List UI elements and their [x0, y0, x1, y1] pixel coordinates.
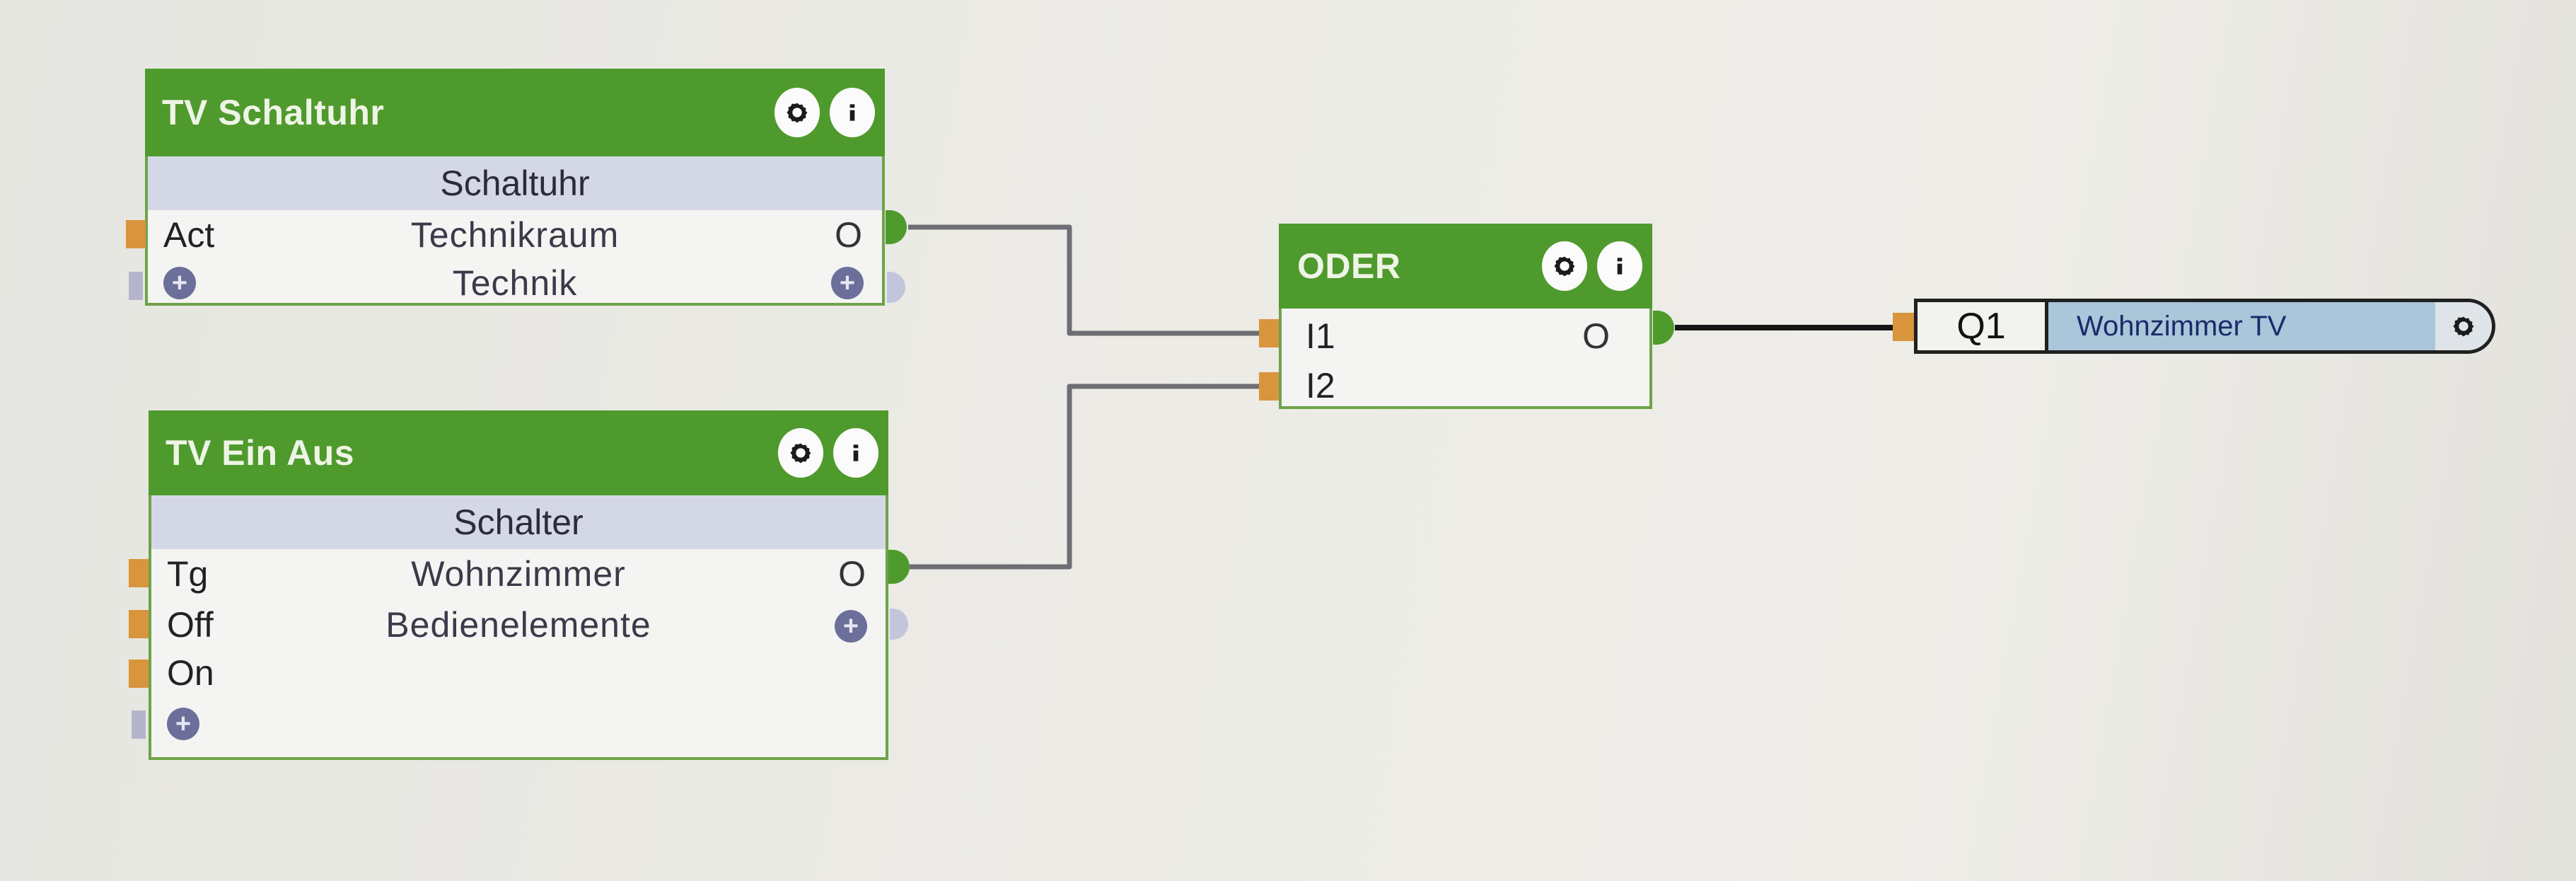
add-input-button[interactable]: +: [163, 267, 196, 299]
input-label-act: Act: [163, 215, 215, 255]
block-header[interactable]: TV Schaltuhr: [145, 69, 885, 156]
output-connector-o[interactable]: [1653, 311, 1674, 345]
input-label-i2: I2: [1306, 366, 1335, 405]
add-output-button[interactable]: +: [831, 267, 864, 299]
add-input-button[interactable]: +: [167, 708, 199, 740]
output-connector-o[interactable]: [886, 210, 907, 244]
output-label-o: O: [838, 554, 866, 594]
block-title: TV Ein Aus: [166, 433, 355, 473]
category-label: Technik: [452, 263, 578, 303]
output-node-q1[interactable]: Q1 Wohnzimmer TV: [1914, 299, 2495, 354]
output-name: Wohnzimmer TV: [2077, 310, 2287, 342]
input-connector-add[interactable]: [132, 710, 146, 739]
output-connector-add[interactable]: [887, 272, 905, 303]
block-header[interactable]: TV Ein Aus: [149, 410, 888, 495]
info-icon[interactable]: [1597, 241, 1642, 291]
io-row: I1 O: [1282, 311, 1649, 365]
block-type-label: Schalter: [151, 495, 886, 549]
wire-einaus-to-oder-i2[interactable]: [910, 384, 1260, 570]
block-title: TV Schaltuhr: [162, 93, 385, 132]
block-type-label: Schaltuhr: [148, 156, 882, 210]
io-row: On: [151, 648, 886, 702]
output-connector-add[interactable]: [890, 609, 908, 640]
input-label-on: On: [167, 653, 214, 693]
input-connector-act[interactable]: [126, 220, 146, 248]
gear-icon[interactable]: [774, 88, 820, 137]
io-row: Act Technikraum O: [148, 210, 882, 264]
input-connector-tg[interactable]: [129, 559, 149, 587]
io-row: I2: [1282, 361, 1649, 415]
gear-icon[interactable]: [2435, 302, 2492, 350]
input-label-tg: Tg: [167, 554, 209, 594]
room-label: Technikraum: [410, 215, 620, 255]
input-connector-i1[interactable]: [1259, 319, 1279, 347]
input-label-off: Off: [167, 605, 214, 645]
block-oder[interactable]: ODER I1 O I2: [1279, 224, 1652, 409]
gear-icon[interactable]: [1542, 241, 1587, 291]
io-row: Tg Wohnzimmer O: [151, 549, 886, 603]
input-connector-on[interactable]: [129, 660, 149, 688]
output-connector-o[interactable]: [888, 550, 910, 584]
output-label-o: O: [835, 215, 862, 255]
add-output-button[interactable]: +: [835, 610, 867, 643]
input-connector-add[interactable]: [129, 272, 143, 300]
block-title: ODER: [1297, 246, 1401, 286]
block-tv-schaltuhr[interactable]: TV Schaltuhr Schaltuhr Act Technikraum O…: [145, 69, 885, 306]
block-header[interactable]: ODER: [1279, 224, 1652, 309]
wire-schaltuhr-to-oder-i1[interactable]: [908, 224, 1260, 336]
room-label: Wohnzimmer: [411, 554, 626, 594]
input-connector-q1[interactable]: [1893, 313, 1914, 341]
io-row: Off Bedienelemente +: [151, 600, 886, 654]
input-connector-off[interactable]: [129, 610, 149, 638]
block-tv-ein-aus[interactable]: TV Ein Aus Schalter Tg Wohnzimmer O Off …: [149, 410, 888, 760]
input-connector-i2[interactable]: [1259, 372, 1279, 401]
info-icon[interactable]: [830, 88, 875, 137]
io-row: +: [151, 696, 886, 750]
output-id: Q1: [1918, 302, 2048, 350]
gear-icon[interactable]: [778, 428, 823, 478]
io-row: + Technik +: [148, 258, 882, 312]
output-label-o: O: [1582, 316, 1610, 356]
input-label-i1: I1: [1306, 316, 1335, 356]
info-icon[interactable]: [833, 428, 878, 478]
category-label: Bedienelemente: [385, 605, 651, 645]
